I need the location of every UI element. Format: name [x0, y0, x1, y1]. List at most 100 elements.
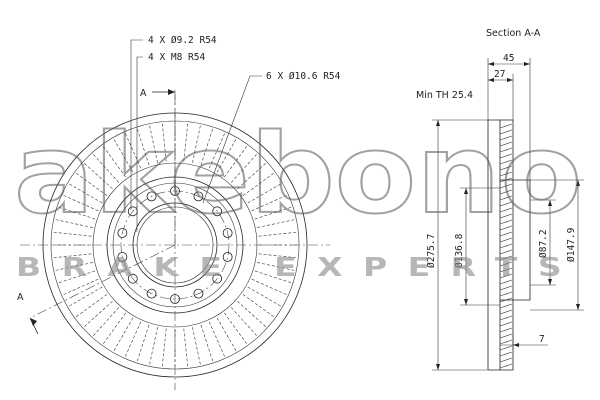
dim-hub-arrow-bottom [576, 304, 580, 310]
vent-rib [113, 139, 134, 173]
hatch-line [499, 333, 513, 339]
hatch-line [499, 153, 513, 159]
vent-rib [58, 207, 96, 220]
vent-rib [251, 195, 287, 212]
vent-rib [251, 278, 287, 295]
dim-bore-arrow-bottom [548, 279, 552, 285]
vent-rib [69, 183, 103, 204]
hatch-line [499, 303, 513, 309]
hatch-line [499, 339, 513, 345]
vent-rib [183, 328, 189, 367]
hatch-line [499, 357, 513, 363]
vent-rib [224, 312, 247, 344]
section-arrowhead-top [168, 89, 175, 95]
vent-rib [192, 327, 201, 365]
vent-rib [230, 307, 257, 336]
hatch-line [499, 171, 513, 177]
watermark-tagline: BRAKE EXPERTS [16, 253, 582, 283]
hatch-line [499, 225, 513, 231]
hatch-line [499, 195, 513, 201]
hatch-line [499, 279, 513, 285]
vent-rib [230, 154, 257, 183]
vent-rib [69, 286, 103, 307]
hatch-line [499, 141, 513, 147]
vent-ribs [53, 123, 297, 367]
dim-hub-arrow-top [576, 180, 580, 186]
dim-outer-arrow-top [436, 120, 440, 126]
vent-rib [208, 321, 225, 357]
hatch-line [499, 201, 513, 207]
vent-rib [258, 231, 297, 237]
section-marker-top: A [140, 88, 147, 99]
hatch-line [499, 363, 513, 369]
bolt-hole [212, 273, 223, 284]
section-title: Section A-A [486, 28, 541, 39]
dim-inner-arrow-bottom [464, 299, 468, 305]
dim-outer-dia: Ø275.7 [426, 234, 437, 268]
front-view: A A 4 X Ø9.2 R54 4 X M8 R54 6 X Ø10.6 R5… [17, 35, 341, 390]
hatch-line [499, 183, 513, 189]
dim-hat-arrow-left [488, 78, 494, 82]
bolt-hole [193, 288, 204, 299]
vent-rib [84, 300, 113, 327]
vent-rib [200, 324, 213, 362]
bolt-hole [127, 273, 138, 284]
hatch-line [499, 249, 513, 255]
vent-rib [192, 125, 201, 163]
hatch-line [499, 123, 513, 129]
vent-rib [200, 128, 213, 166]
vent-rib [224, 146, 247, 178]
hatch-line [499, 267, 513, 273]
vent-rib [113, 317, 134, 351]
hatch-line [499, 285, 513, 291]
vent-rib [63, 195, 99, 212]
vent-rib [149, 327, 158, 365]
dim-hat-depth: 27 [494, 69, 505, 80]
section-line-diagonal [29, 244, 176, 319]
hatch-line [499, 309, 513, 315]
vent-rib [55, 219, 93, 228]
bolt-hole [146, 288, 157, 299]
dim-bottom: 7 [539, 334, 545, 345]
vent-rib [242, 173, 274, 196]
vent-rib [237, 163, 266, 190]
section-arrowhead-bottom [30, 318, 37, 326]
vent-rib [257, 219, 295, 228]
hatch-line [499, 315, 513, 321]
hatch-line [499, 219, 513, 225]
hatch-line [499, 297, 513, 303]
vent-rib [216, 317, 237, 351]
section-hatching [499, 123, 513, 369]
section-view: Section A-A Min TH 25.4 45 27 Ø275.7 Ø13… [416, 28, 584, 371]
section-profile [487, 119, 531, 371]
vent-rib [93, 307, 120, 336]
watermark-brand: akebono [14, 110, 582, 238]
hatch-line [499, 345, 513, 351]
vent-rib [137, 324, 150, 362]
hatch-line [499, 243, 513, 249]
dim-bore-dia: Ø87.2 [538, 229, 549, 258]
dim-width: 45 [503, 53, 514, 64]
hatch-line [499, 129, 513, 135]
vent-rib [242, 294, 274, 317]
section-marker-bottom: A [17, 292, 24, 303]
dim-outer-arrow-bottom [436, 364, 440, 370]
vent-rib [53, 253, 92, 259]
vent-rib [53, 231, 92, 237]
vent-rib [254, 207, 292, 220]
vent-rib [76, 173, 108, 196]
hatch-line [499, 165, 513, 171]
vent-rib [216, 139, 237, 173]
vent-rib [183, 123, 189, 162]
hatch-line [499, 255, 513, 261]
vent-rib [93, 154, 120, 183]
dim-width-arrow-right [524, 62, 530, 66]
hatch-line [499, 135, 513, 141]
vent-rib [161, 123, 167, 162]
dim-width-arrow-left [488, 62, 494, 66]
bolt-hole [212, 206, 223, 217]
bolt-hole [117, 252, 128, 262]
hole-callout-2: 4 X M8 R54 [148, 52, 205, 63]
bolt-hole [222, 252, 233, 262]
